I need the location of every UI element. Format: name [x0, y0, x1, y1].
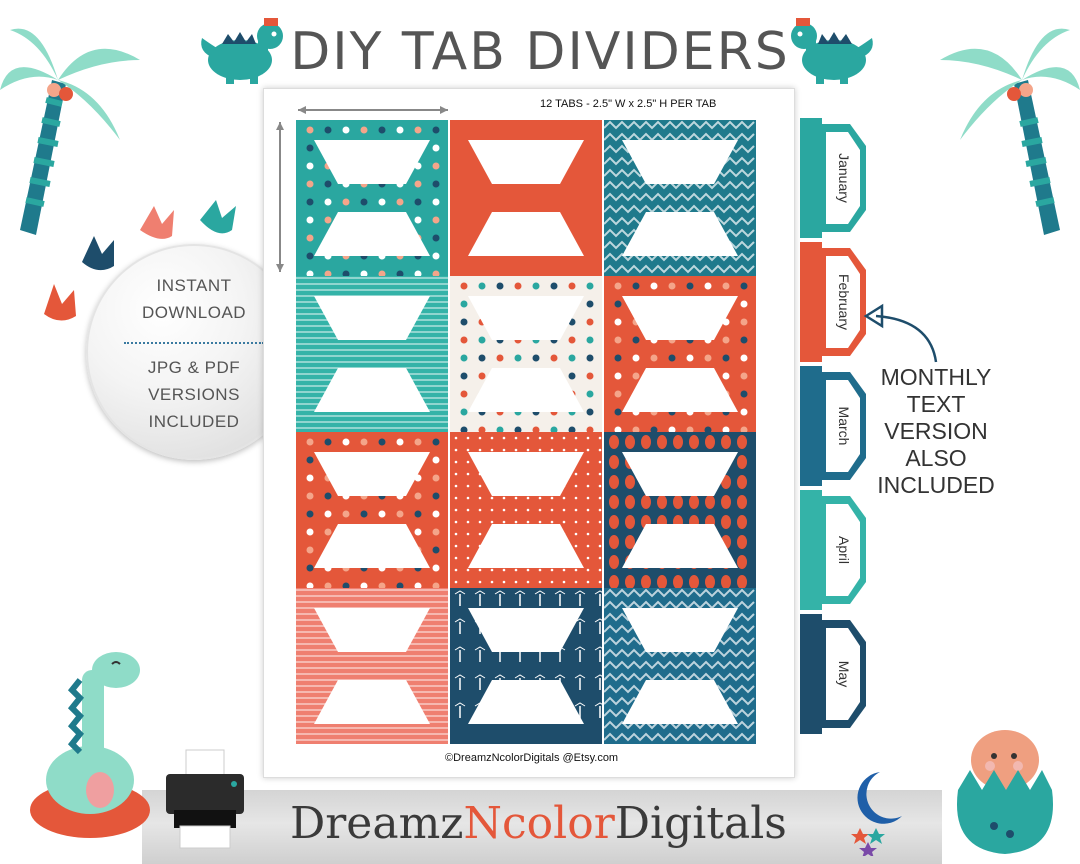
- tab-divider-template: [450, 120, 602, 276]
- footprint-icon: [140, 200, 236, 239]
- dinosaur-icon: [791, 18, 873, 84]
- footprint-icon: [82, 236, 114, 271]
- month-tab: March: [800, 366, 870, 486]
- badge-line: JPG & PDF: [147, 358, 241, 377]
- tab-divider-template: [604, 588, 756, 744]
- month-tab: January: [800, 118, 870, 238]
- month-tab-shape: [800, 118, 866, 238]
- callout-line: VERSION: [884, 418, 988, 444]
- tab-grid: [296, 120, 756, 744]
- month-tab: April: [800, 490, 870, 610]
- tab-divider-template: [450, 432, 602, 588]
- tab-divider-template: [296, 120, 448, 276]
- monthly-tab-preview: January February March April May: [800, 118, 880, 758]
- monthly-callout: MONTHLY TEXT VERSION ALSO INCLUDED: [856, 364, 1016, 499]
- tab-divider-template: [450, 276, 602, 432]
- callout-line: TEXT: [906, 391, 966, 417]
- month-tab-label: May: [836, 660, 852, 688]
- star-icon: [867, 828, 885, 844]
- callout-arrow: [863, 303, 938, 363]
- month-tab-label: January: [836, 153, 852, 203]
- dinosaur-icon: [201, 18, 283, 84]
- badge-line: VERSIONS: [148, 385, 240, 404]
- star-icon: [851, 828, 869, 844]
- palm-tree-icon: [0, 28, 140, 235]
- palm-tree-icon: [940, 28, 1080, 235]
- brand-part: Ncolor: [463, 798, 615, 849]
- brand-name: DreamzNcolorDigitals: [290, 798, 787, 849]
- tab-divider-template: [604, 432, 756, 588]
- callout-line: ALSO: [905, 445, 967, 471]
- callout-line: MONTHLY: [880, 364, 992, 390]
- month-tab: February: [800, 242, 870, 362]
- callout-line: INCLUDED: [877, 472, 995, 498]
- dinosaur-icon: [30, 652, 150, 838]
- page-title: DIY TAB DIVIDERS: [290, 22, 790, 82]
- month-tab-label: April: [836, 535, 852, 564]
- brand-part: Dreamz: [290, 798, 464, 849]
- month-tab-shape: [800, 242, 866, 362]
- month-tab: May: [800, 614, 870, 734]
- copyright: ©DreamzNcolorDigitals @Etsy.com: [445, 752, 619, 764]
- moon-icon: [851, 772, 902, 856]
- brand-part: Digitals: [614, 798, 787, 849]
- tab-divider-template: [450, 588, 602, 744]
- month-tab-shape: [800, 490, 866, 610]
- printer-icon: [166, 749, 244, 849]
- egg-dino-icon: [956, 730, 1054, 854]
- tab-divider-template: [604, 276, 756, 432]
- badge-line: DOWNLOAD: [141, 303, 247, 322]
- month-tab-shape: [800, 366, 866, 486]
- footprint-icon: [44, 284, 76, 321]
- tab-divider-template: [604, 120, 756, 276]
- month-tab-label: March: [836, 406, 852, 446]
- badge-line: INSTANT: [156, 276, 232, 295]
- tab-spec: 12 TABS - 2.5" W x 2.5" H PER TAB: [540, 98, 717, 110]
- month-tab-shape: [800, 614, 866, 734]
- badge-divider: [124, 342, 264, 348]
- measurement-arrows: [276, 106, 448, 272]
- tab-divider-template: [296, 276, 448, 432]
- badge-line: INCLUDED: [148, 412, 240, 431]
- month-tab-label: February: [836, 273, 852, 331]
- tab-divider-template: [296, 588, 448, 744]
- star-icon: [859, 842, 877, 856]
- brand-bar: DreamzNcolorDigitals: [142, 790, 942, 864]
- tab-divider-template: [296, 432, 448, 588]
